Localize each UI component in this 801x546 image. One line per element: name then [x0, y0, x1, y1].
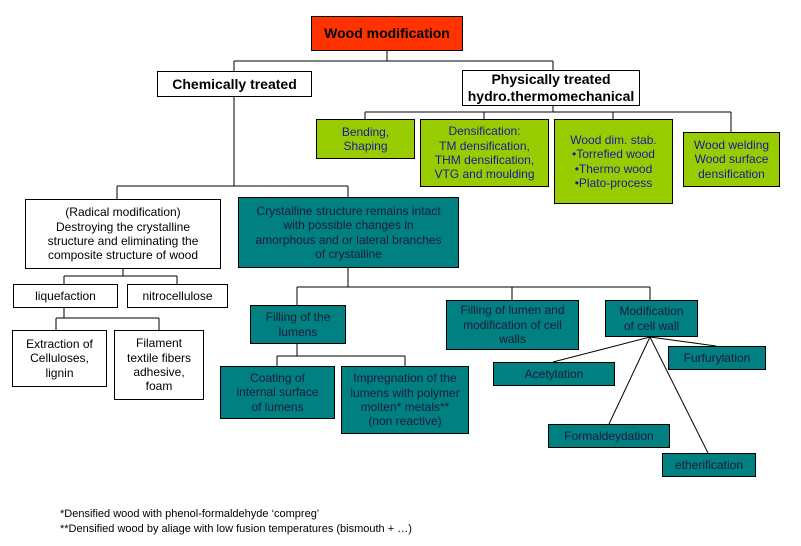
node-acetylation: Acetylation — [493, 362, 615, 386]
node-crystalline-intact: Crystalline structure remains intact wit… — [238, 197, 459, 268]
footnote-compreg: *Densified wood with phenol-formaldehyde… — [60, 508, 320, 520]
node-densification: Densification: TM densification, THM den… — [420, 119, 549, 187]
node-radical-modification: (Radical modification) Destroying the cr… — [25, 199, 221, 269]
node-coating: Coating of internal surface of lumens — [220, 366, 335, 419]
node-filament: Filament textile fibers adhesive, foam — [114, 330, 204, 400]
node-liquefaction: liquefaction — [13, 284, 118, 308]
node-modification-cell-wall: Modification of cell wall — [605, 300, 698, 337]
connector-line — [649, 336, 717, 347]
node-filling-lumens: Filling of the lumens — [250, 305, 346, 344]
node-extraction: Extraction of Celluloses, lignin — [12, 330, 107, 387]
node-wood-dim-stab: Wood dim. stab. •Torrefied wood •Thermo … — [554, 119, 673, 204]
node-wood-modification: Wood modification — [311, 16, 463, 51]
node-physically-treated: Physically treated hydro.thermomechanica… — [462, 70, 640, 106]
node-formaldeydation: Formaldeydation — [548, 424, 670, 448]
footnote-bismouth: **Densified wood by aliage with low fusi… — [60, 523, 412, 535]
node-wood-welding: Wood welding Wood surface densification — [683, 132, 780, 187]
node-impregnation: Impregnation of the lumens with polymer … — [341, 366, 469, 434]
node-chemically-treated: Chemically treated — [157, 71, 312, 97]
connector-line — [608, 336, 651, 425]
node-etherification: etherification — [662, 453, 756, 477]
node-furfurylation: Furfurylation — [668, 346, 766, 370]
connector-line — [552, 336, 651, 363]
node-bending-shaping: Bending, Shaping — [316, 119, 415, 159]
node-nitrocellulose: nitrocellulose — [127, 284, 228, 308]
connector-line — [649, 336, 709, 454]
node-filling-lumen-cell-walls: Filling of lumen and modification of cel… — [446, 300, 579, 350]
